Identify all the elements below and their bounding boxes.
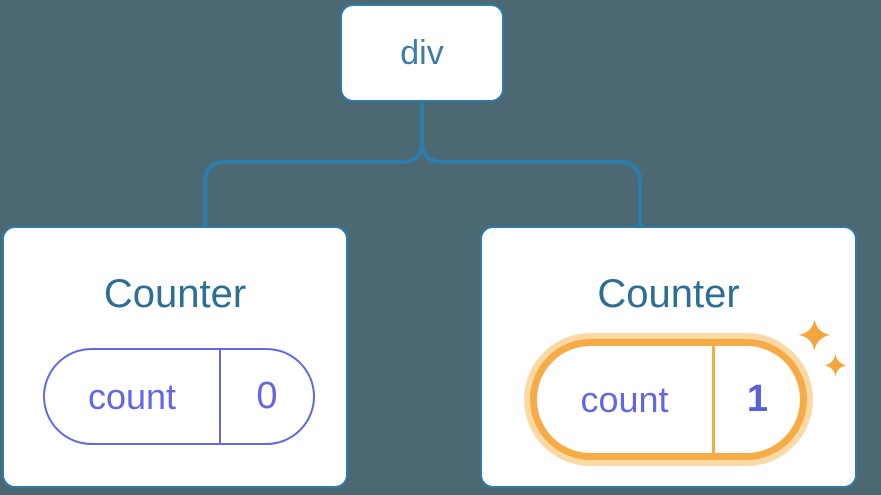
state-value: 0 [256, 375, 278, 417]
connector-right-branch [420, 103, 642, 226]
connector-left-branch [203, 103, 424, 226]
counter-card-left: Counter count 0 [2, 226, 348, 488]
root-node-label: div [400, 33, 444, 72]
sparkles-icon [798, 319, 847, 377]
state-key-label: count [45, 350, 221, 443]
component-title: Counter [597, 272, 740, 316]
state-pill-highlighted: count 1 [530, 339, 807, 460]
component-title: Counter [103, 272, 247, 316]
sparkle-small [824, 354, 847, 377]
root-node-div: div [340, 4, 504, 102]
state-key-label: count [537, 346, 715, 453]
state-pill-left: count 0 [43, 348, 315, 445]
sparkle-large [798, 319, 831, 351]
state-value: 1 [746, 378, 769, 420]
counter-card-right: Counter count 1 [480, 226, 857, 488]
